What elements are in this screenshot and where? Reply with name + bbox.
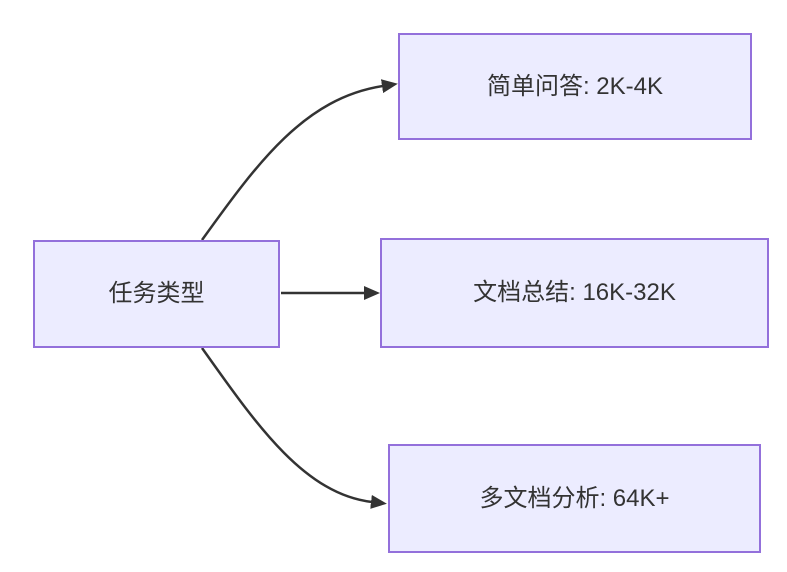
node-task-type-label: 任务类型 xyxy=(108,280,205,308)
node-doc-summary-label: 文档总结: 16K-32K xyxy=(473,279,676,307)
node-simple-qa: 简单问答: 2K-4K xyxy=(398,33,752,140)
node-multi-doc-analysis-label: 多文档分析: 64K+ xyxy=(479,484,670,512)
node-simple-qa-label: 简单问答: 2K-4K xyxy=(486,72,664,100)
node-doc-summary: 文档总结: 16K-32K xyxy=(380,238,769,348)
edge-task-to-multi-doc xyxy=(200,347,387,509)
node-multi-doc-analysis: 多文档分析: 64K+ xyxy=(388,444,761,553)
node-task-type: 任务类型 xyxy=(33,240,280,348)
edge-task-to-simple-qa xyxy=(200,79,398,241)
